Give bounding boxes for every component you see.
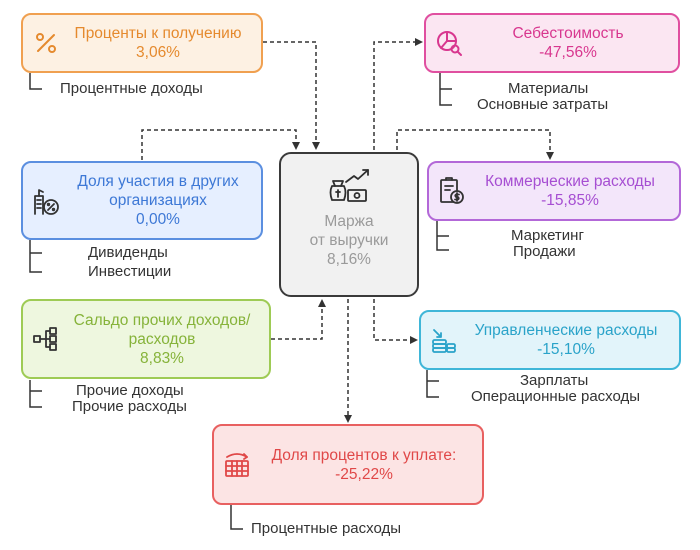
tree-management: [426, 370, 439, 398]
abacus-icon: [222, 450, 252, 480]
management-node: Управленческие расходы -15,10%: [419, 310, 681, 370]
tree-participation: [29, 240, 42, 273]
other-balance-value: 8,83%: [140, 349, 184, 367]
commercial-node: Коммерческие расходы -15,85%: [427, 161, 681, 221]
sub-item: Продажи: [513, 243, 576, 260]
margin-value: 8,16%: [327, 251, 371, 268]
arrow-margin-to-commercial: [396, 129, 554, 160]
network-icon: [31, 324, 61, 354]
building-percent-icon: [31, 186, 61, 216]
management-title: Управленческие расходы: [474, 322, 658, 339]
interest-payable-title: Доля процентов к уплате:: [271, 446, 457, 464]
sub-item: Процентные расходы: [251, 520, 402, 537]
tree-commercial: [436, 221, 449, 251]
tree-other-balance: [29, 380, 42, 408]
sub-item: Дивиденды: [88, 244, 168, 261]
cost-title: Себестоимость: [512, 25, 624, 42]
interest-payable-value: -25,22%: [335, 465, 393, 483]
sub-item: Маркетинг: [511, 227, 584, 244]
sub-item: Операционные расходы: [471, 388, 641, 405]
money-growth-icon: [326, 166, 372, 206]
interest-receivable-title: Проценты к получению: [74, 25, 242, 42]
cost-node: Себестоимость -47,56%: [424, 13, 680, 73]
margin-node: Маржа от выручки 8,16%: [279, 152, 419, 297]
participation-value: 0,00%: [136, 211, 180, 228]
sub-item: Основные затраты: [477, 96, 609, 113]
tree-interest-payable: [230, 505, 243, 530]
other-balance-title-line2: расходов: [128, 330, 196, 348]
sub-item: Процентные доходы: [60, 80, 203, 97]
pie-search-icon: [434, 28, 464, 58]
sub-item: Прочие доходы: [76, 382, 184, 399]
margin-label-line1: Маржа: [324, 213, 374, 230]
sub-item: Прочие расходы: [72, 398, 187, 415]
arrow-other-balance-to-margin: [271, 299, 326, 340]
commercial-value: -15,85%: [541, 192, 599, 209]
coins-stack-icon: [429, 325, 459, 355]
commercial-title: Коммерческие расходы: [485, 173, 655, 190]
margin-label-line2: от выручки: [309, 232, 389, 249]
sub-item: Материалы: [508, 80, 589, 97]
document-money-icon: [437, 176, 467, 206]
tree-interest-receivable: [29, 73, 42, 90]
interest-receivable-value: 3,06%: [136, 44, 180, 61]
arrow-interest-receivable-to-margin: [263, 41, 320, 150]
interest-receivable-node: Проценты к получению 3,06%: [21, 13, 263, 73]
cost-value: -47,56%: [539, 44, 597, 61]
sub-item: Зарплаты: [520, 372, 589, 389]
interest-payable-node: Доля процентов к уплате: -25,22%: [212, 424, 484, 505]
percent-icon: [31, 28, 61, 58]
other-balance-title-line1: Сальдо прочих доходов/: [73, 311, 251, 329]
arrow-margin-to-management: [373, 299, 418, 344]
other-balance-node: Сальдо прочих доходов/ расходов 8,83%: [21, 299, 271, 379]
sub-item: Инвестиции: [88, 263, 172, 280]
arrow-participation-to-margin: [141, 129, 300, 160]
participation-title-line1: Доля участия в других: [77, 173, 239, 190]
participation-title-line2: организациях: [109, 192, 207, 209]
tree-cost: [439, 73, 452, 106]
management-value: -15,10%: [537, 341, 595, 358]
participation-node: Доля участия в других организациях 0,00%: [21, 161, 263, 240]
arrow-margin-to-cost: [373, 38, 423, 150]
